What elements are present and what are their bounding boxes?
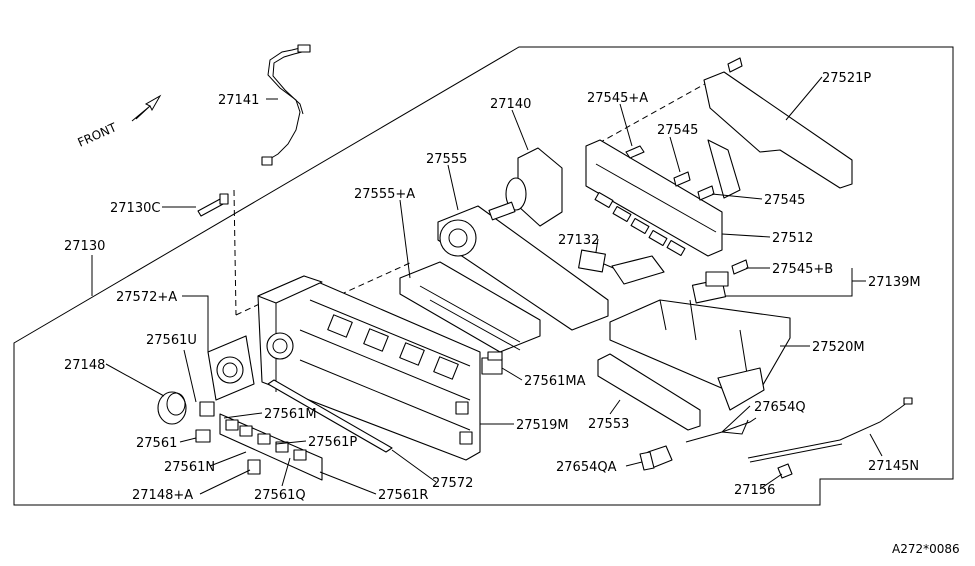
assembly-boundary (13, 46, 954, 506)
label-27561U: 27561U (146, 333, 197, 348)
label-27545B: 27545+B (772, 262, 833, 277)
guide-line-b (235, 299, 269, 316)
connector-27139M (691, 271, 729, 304)
label-27521P: 27521P (822, 71, 871, 86)
cable-27141 (261, 44, 311, 166)
label-27156: 27156 (734, 483, 775, 498)
label-27140: 27140 (490, 97, 531, 112)
label-27561MA: 27561MA (524, 374, 586, 389)
reference-code: A272*0086 (892, 542, 960, 556)
label-27145N: 27145N (868, 459, 919, 474)
knob-27148A (247, 459, 261, 475)
motor-27140 (488, 147, 563, 227)
cable-27145N (747, 397, 913, 463)
label-27132: 27132 (558, 233, 599, 248)
label-27553: 27553 (588, 417, 629, 432)
label-27555: 27555 (426, 152, 467, 167)
front-label: FRONT (76, 120, 120, 150)
label-27561Q: 27561Q (254, 488, 306, 503)
switch-27561U (199, 401, 215, 417)
bezel-27572A (207, 335, 255, 401)
label-27654QA: 27654QA (556, 460, 617, 475)
frame-27555A (399, 261, 541, 353)
label-27148: 27148 (64, 358, 105, 373)
label-27561P: 27561P (308, 435, 357, 450)
label-27519M: 27519M (516, 418, 569, 433)
connector-27561MA (481, 351, 503, 375)
button-27561 (195, 429, 211, 443)
button-strip (219, 413, 323, 481)
label-27561N: 27561N (164, 460, 215, 475)
guide-line-c (312, 261, 413, 308)
knob-27148 (157, 391, 187, 425)
label-27572A: 27572+A (116, 290, 177, 305)
front-arrow: FRONT (76, 94, 162, 150)
label-27555A: 27555+A (354, 187, 415, 202)
leader-lines (91, 76, 883, 495)
label-27654Q: 27654Q (754, 400, 806, 415)
label-27545A: 27545+A (587, 91, 648, 106)
sensor-27132 (578, 249, 665, 285)
label-27520M: 27520M (812, 340, 865, 355)
housing-27519M (257, 275, 481, 461)
label-27561M: 27561M (264, 407, 317, 422)
label-27139M: 27139M (868, 275, 921, 290)
label-27561R: 27561R (378, 488, 428, 503)
bracket-27520M (609, 299, 791, 411)
strip-27553 (597, 353, 701, 431)
label-27148A: 27148+A (132, 488, 193, 503)
plate-27555 (437, 205, 609, 331)
label-27130C: 27130C (110, 201, 160, 216)
label-27572: 27572 (432, 476, 473, 491)
cover-27521P (703, 71, 853, 199)
guide-line-d (589, 79, 713, 149)
screw-27130C (197, 193, 229, 217)
label-27561: 27561 (136, 436, 177, 451)
rod-27654Q (685, 417, 757, 443)
guide-line-a (233, 189, 237, 316)
label-27512: 27512 (772, 231, 813, 246)
connector-27654QA (639, 445, 673, 471)
label-27545-a: 27545 (657, 123, 698, 138)
board-27512 (585, 139, 723, 257)
strip-27572 (267, 379, 393, 453)
label-27545-b: 27545 (764, 193, 805, 208)
label-27130: 27130 (64, 239, 105, 254)
label-27141: 27141 (218, 93, 259, 108)
